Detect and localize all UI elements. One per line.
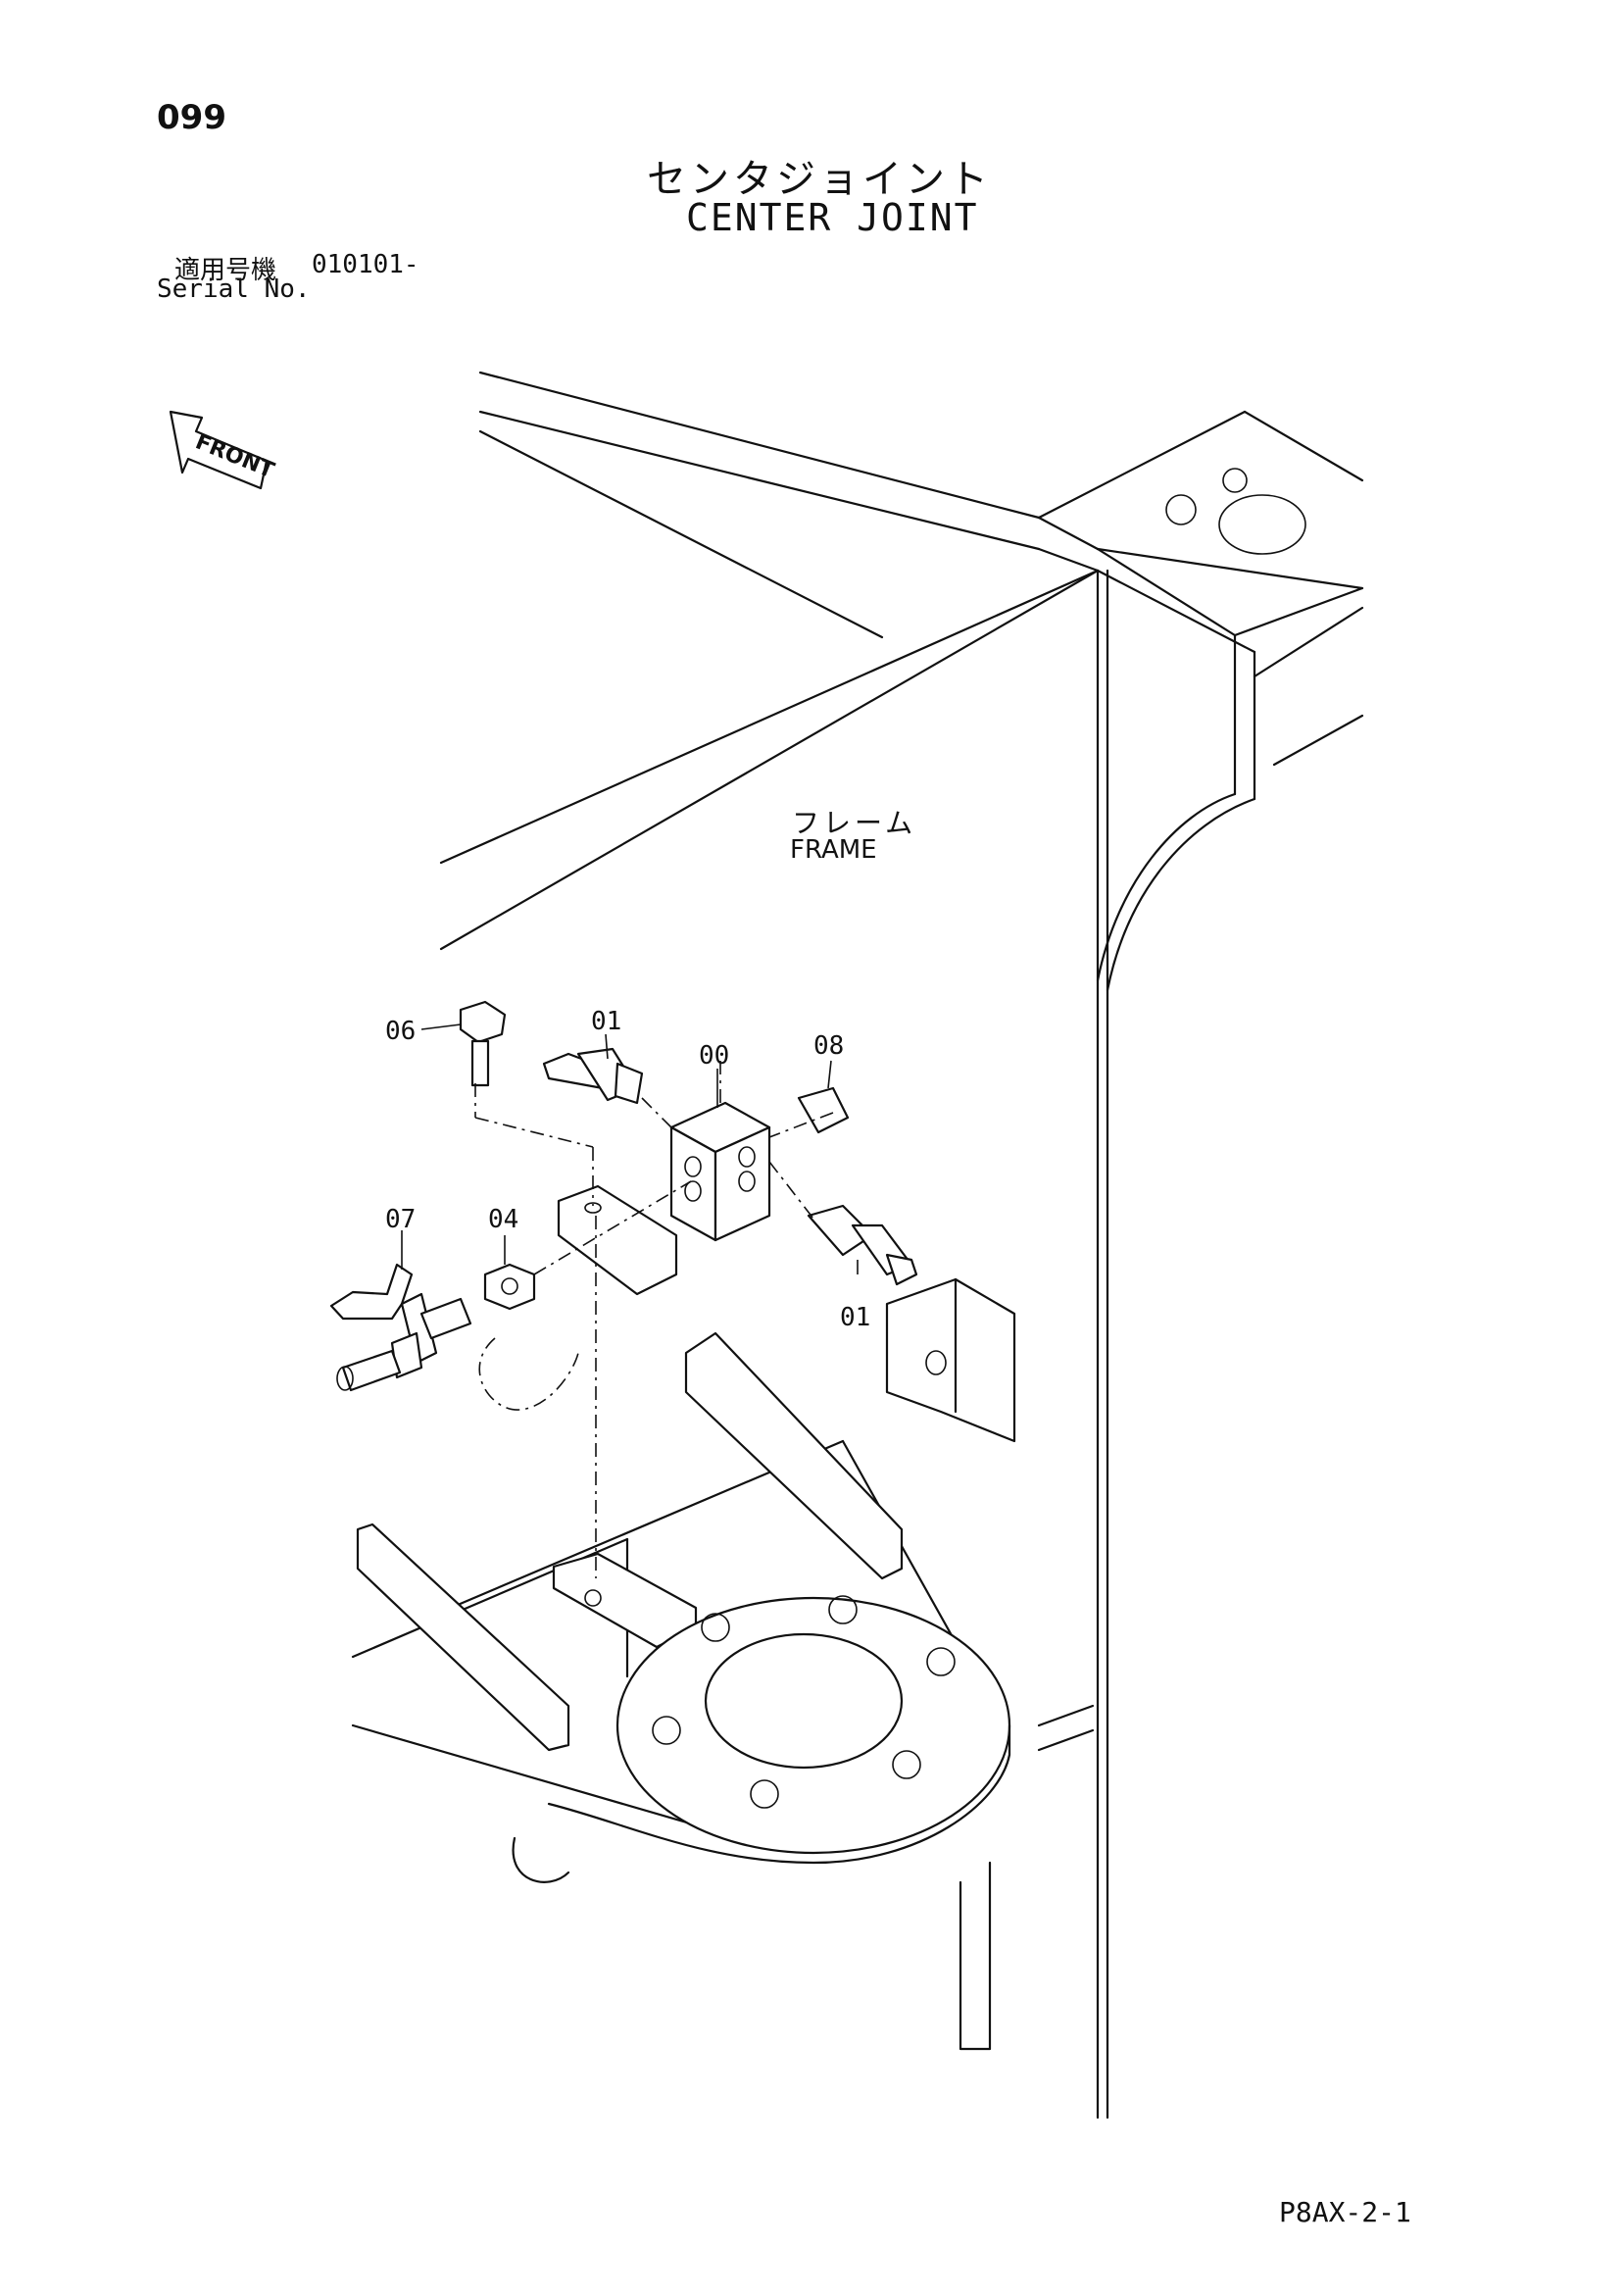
callout-01-bottom: 01	[840, 1303, 870, 1332]
callout-06: 06	[385, 1017, 416, 1046]
bolt-06	[459, 1000, 507, 1087]
callout-07: 07	[385, 1205, 416, 1234]
valve-07	[329, 1263, 472, 1392]
callout-00: 00	[699, 1041, 729, 1071]
document-code: P8AX-2-1	[1279, 2196, 1411, 2228]
center-joint-block	[557, 1101, 771, 1296]
title-japanese: センタジョイント	[647, 157, 992, 202]
plug-08	[797, 1086, 850, 1134]
plate	[885, 1277, 1016, 1443]
lower-frame	[351, 1331, 1095, 2051]
serial-label-japanese: 適用号機	[174, 256, 277, 285]
leader-lines	[401, 1023, 859, 1274]
title-english: CENTER JOINT	[686, 196, 979, 239]
callout-01-top: 01	[591, 1007, 621, 1036]
frame-beams	[439, 371, 1364, 2120]
frame-label-english: FRAME	[790, 835, 877, 865]
fitting-01-top	[542, 1047, 644, 1105]
fitting-01-bottom	[807, 1204, 918, 1286]
assembly-lines	[474, 1059, 888, 1578]
callout-04: 04	[488, 1205, 518, 1234]
frame-label-japanese: フレーム	[792, 807, 917, 839]
front-arrow-icon: FRONT	[169, 410, 277, 490]
serial-label-english: Serial No.	[157, 275, 311, 304]
page-number: 099	[157, 98, 226, 137]
serial-value: 010101-	[312, 250, 419, 279]
callout-08: 08	[813, 1031, 844, 1061]
nut-04	[483, 1263, 536, 1311]
